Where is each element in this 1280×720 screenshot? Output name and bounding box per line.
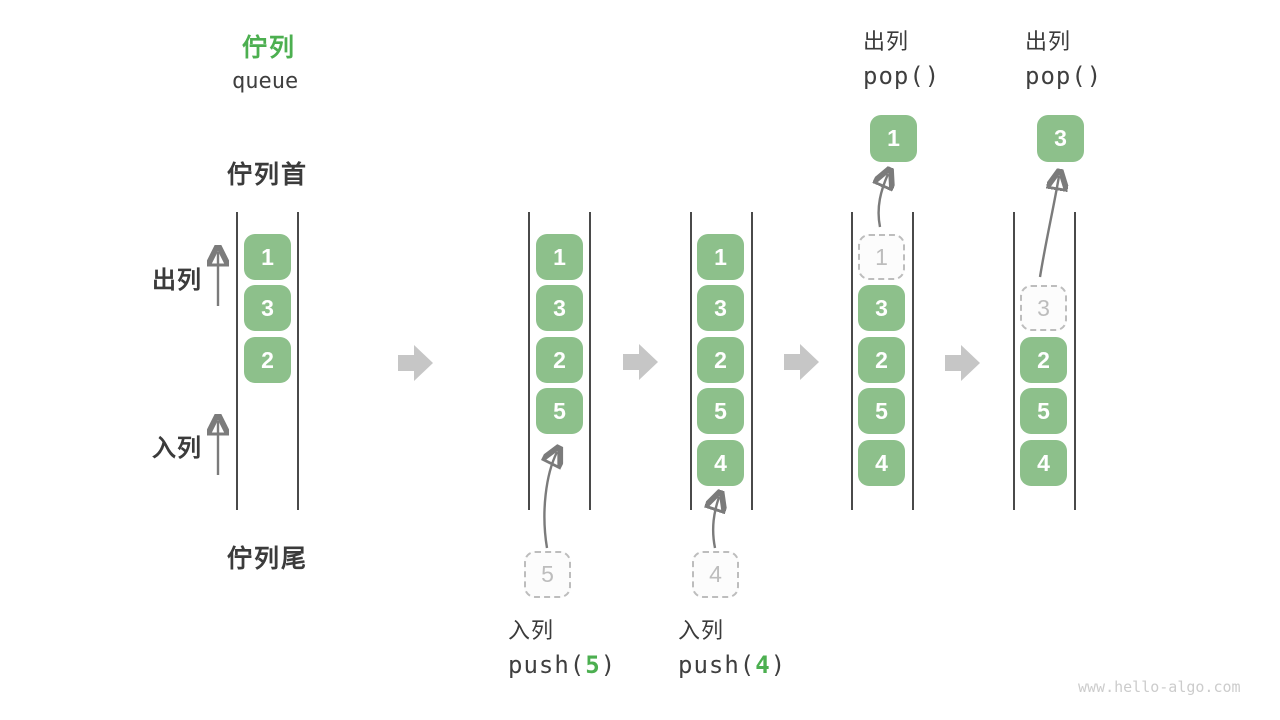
- queue-cell: 3: [697, 285, 744, 331]
- queue-wall-right: [1074, 212, 1076, 510]
- enqueue-action-zh: 入列: [508, 618, 555, 643]
- queue-cell: 1: [536, 234, 583, 280]
- queue-cell: 4: [697, 440, 744, 486]
- pop-action-fn: pop(): [1025, 62, 1103, 90]
- queue-cell: 2: [1020, 337, 1067, 383]
- pending-value-box: 4: [692, 551, 739, 598]
- enqueue-curve-arrow-icon: [544, 452, 557, 549]
- stage-arrow-icon: [784, 344, 819, 380]
- pop-action-label: 出列 pop(): [863, 29, 941, 90]
- queue-cell: 1: [244, 234, 291, 280]
- pop-action-fn: pop(): [863, 62, 941, 90]
- pop-curve-arrow-icon: [1038, 176, 1059, 278]
- diagram-title-zh: 佇列: [242, 34, 297, 62]
- queue-cell: 5: [697, 388, 744, 434]
- enqueue-side-label: 入列: [152, 435, 202, 462]
- queue-cell: 1: [697, 234, 744, 280]
- queue-cell: 5: [1020, 388, 1067, 434]
- dequeue-side-label: 出列: [152, 267, 202, 294]
- queue-cell: 2: [858, 337, 905, 383]
- pop-action-zh: 出列: [863, 29, 910, 54]
- queue-rear-label: 佇列尾: [227, 545, 309, 573]
- enqueue-arg: 4: [755, 651, 771, 679]
- queue-cell: 4: [858, 440, 905, 486]
- queue-wall-right: [912, 212, 914, 510]
- pending-value-box: 5: [524, 551, 571, 598]
- enqueue-action-fn: push(4): [678, 651, 787, 679]
- queue-front-label: 佇列首: [227, 161, 309, 189]
- enqueue-action-fn: push(5): [508, 651, 617, 679]
- stage-arrow-icon: [945, 345, 980, 381]
- queue-cell: 3: [244, 285, 291, 331]
- pop-action-label: 出列 pop(): [1025, 29, 1103, 90]
- enqueue-action-zh: 入列: [678, 618, 725, 643]
- queue-cell: 3: [536, 285, 583, 331]
- enqueue-curve-arrow-icon: [713, 497, 719, 549]
- queue-wall-right: [589, 212, 591, 510]
- queue-cell: 2: [244, 337, 291, 383]
- queue-cell-removed: 1: [858, 234, 905, 280]
- stage-arrow-icon: [623, 344, 658, 380]
- diagram-title-en: queue: [232, 69, 299, 94]
- queue-wall-left: [528, 212, 530, 510]
- queue-cell: 2: [697, 337, 744, 383]
- queue-cell: 5: [536, 388, 583, 434]
- popped-value-box: 1: [870, 115, 917, 162]
- queue-cell: 2: [536, 337, 583, 383]
- stage-arrow-icon: [398, 345, 433, 381]
- queue-wall-left: [851, 212, 853, 510]
- pop-curve-arrow-icon: [879, 174, 888, 228]
- queue-wall-left: [690, 212, 692, 510]
- enqueue-action-label: 入列 push(4): [678, 618, 787, 679]
- queue-wall-right: [297, 212, 299, 510]
- enqueue-action-label: 入列 push(5): [508, 618, 617, 679]
- pop-action-zh: 出列: [1025, 29, 1072, 54]
- queue-wall-left: [236, 212, 238, 510]
- queue-cell-removed: 3: [1020, 285, 1067, 331]
- queue-cell: 3: [858, 285, 905, 331]
- popped-value-box: 3: [1037, 115, 1084, 162]
- enqueue-arg: 5: [585, 651, 601, 679]
- queue-cell: 4: [1020, 440, 1067, 486]
- queue-cell: 5: [858, 388, 905, 434]
- queue-wall-left: [1013, 212, 1015, 510]
- queue-wall-right: [751, 212, 753, 510]
- watermark: www.hello-algo.com: [1078, 678, 1241, 696]
